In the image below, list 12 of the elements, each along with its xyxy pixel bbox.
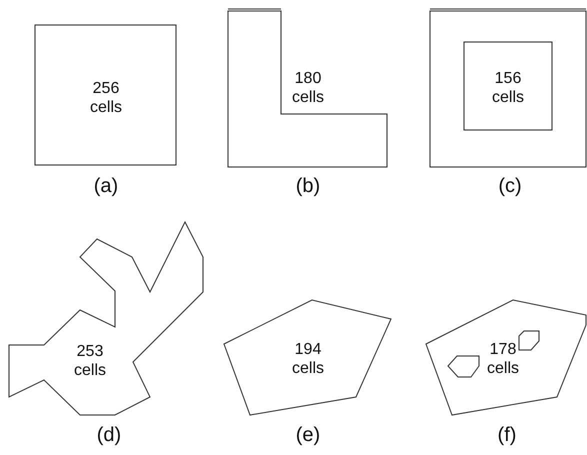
cell-count-text: 194 cells — [290, 340, 325, 378]
panel-label: (d) — [96, 424, 122, 447]
cell-count-text: 256 cells — [88, 79, 123, 117]
panel-label: (b) — [294, 175, 322, 198]
panel-label: (a) — [92, 175, 120, 198]
cell-count-text: 253 cells — [72, 342, 107, 380]
panel-label: (c) — [497, 175, 523, 198]
cell-count-text: 178 cells — [486, 340, 520, 378]
panel-label: (e) — [294, 424, 322, 447]
cell-count-text: 180 cells — [290, 69, 325, 107]
panel-label: (f) — [496, 424, 518, 447]
cell-count-text: 156 cells — [490, 69, 525, 107]
